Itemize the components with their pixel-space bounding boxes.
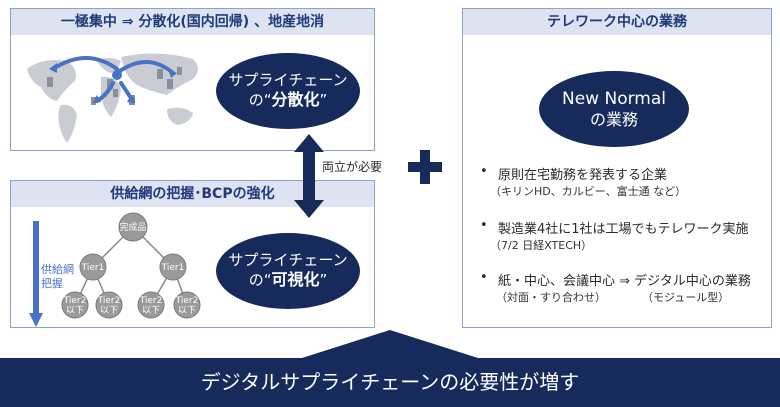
tree-tier2-label-d: Tier2 (175, 296, 199, 306)
tree-node-tier2-b (95, 291, 123, 319)
tree-node-tier2-c (137, 291, 165, 319)
plus-icon (408, 150, 442, 184)
visibility-oval-suffix: ” (319, 271, 328, 290)
supply-tree: 完成品 Tier1 Tier1 Tier2 以下 Tier2 以下 Tier2 … (61, 212, 201, 319)
bullet-sub: （キリンHD、カルビー、富士通 など） (490, 185, 687, 198)
visibility-oval-prefix: の“ (248, 271, 272, 290)
distribution-oval-prefix: の“ (248, 91, 272, 110)
bullet-sub-2: （モジュール型） (642, 291, 730, 304)
tree-tier2-sub-c: 以下 (142, 306, 160, 316)
tree-root-label: 完成品 (119, 221, 146, 233)
visibility-oval-strong: 可視化 (271, 270, 320, 290)
distribution-panel: 一極集中 ⇒ 分散化(国内回帰) 、地産地消 (10, 8, 375, 151)
tree-node-tier1-b (159, 253, 187, 281)
double-arrow-icon (294, 134, 324, 218)
tree-tier1-label-b: Tier1 (161, 263, 185, 273)
bullet-sub: （対面・すり合わせ） (496, 291, 606, 304)
distribution-oval-suffix: ” (319, 91, 328, 110)
tree-node-tier2-d (173, 291, 201, 319)
telework-header: テレワーク中心の業務 (463, 9, 771, 35)
new-normal-oval: New Normal の業務 (539, 71, 689, 147)
supply-chain-label: 供給網 把握 (41, 263, 74, 291)
tree-node-tier1-a (79, 253, 107, 281)
compatibility-label: 両立が必要 (322, 160, 383, 174)
supply-chain-label-line1: 供給網 (41, 263, 74, 276)
distribution-header: 一極集中 ⇒ 分散化(国内回帰) 、地産地消 (11, 9, 374, 35)
down-arrow-icon (29, 221, 43, 327)
tree-node-tier2-a (61, 291, 89, 319)
telework-panel: テレワーク中心の業務 New Normal の業務 (462, 8, 772, 328)
tree-tier2-label-b: Tier2 (97, 296, 121, 306)
bullet-dot: • (480, 164, 488, 179)
bullet-dot: • (480, 218, 488, 233)
bullet-dot: • (480, 270, 488, 285)
tree-tier2-label-a: Tier2 (63, 296, 87, 306)
tree-tier2-label-c: Tier2 (139, 296, 163, 306)
new-normal-oval-line2: の業務 (589, 109, 638, 129)
tree-tier2-sub-a: 以下 (66, 306, 84, 316)
tree-tier1-label-a: Tier1 (81, 263, 105, 273)
bullet-main: 製造業4社に1社は工場でもテレワーク実施 (498, 222, 749, 237)
conclusion-banner: デジタルサプライチェーンの必要性が増す (0, 358, 780, 407)
distribution-oval: サプライチェーン の“分散化” (216, 53, 360, 129)
distribution-oval-strong: 分散化 (271, 90, 320, 110)
distribution-oval-line1: サプライチェーン (228, 70, 348, 89)
visibility-oval-line1: サプライチェーン (228, 250, 348, 269)
triangle-pointer (302, 330, 478, 358)
bullet-sub: （7/2 日経XTECH） (490, 239, 593, 252)
world-map-icon (27, 53, 198, 143)
visibility-oval: サプライチェーン の“可視化” (216, 233, 360, 309)
bullet-main: 紙・中心、会議中心 ⇒ デジタル中心の業務 (498, 274, 751, 289)
new-normal-oval-line1: New Normal (562, 88, 666, 109)
bullet-main: 原則在宅勤務を発表する企業 (498, 168, 668, 183)
tree-node-root (118, 212, 148, 242)
tree-tier2-sub-d: 以下 (178, 306, 196, 316)
tree-tier2-sub-b: 以下 (100, 306, 118, 316)
supply-chain-label-line2: 把握 (41, 277, 63, 290)
